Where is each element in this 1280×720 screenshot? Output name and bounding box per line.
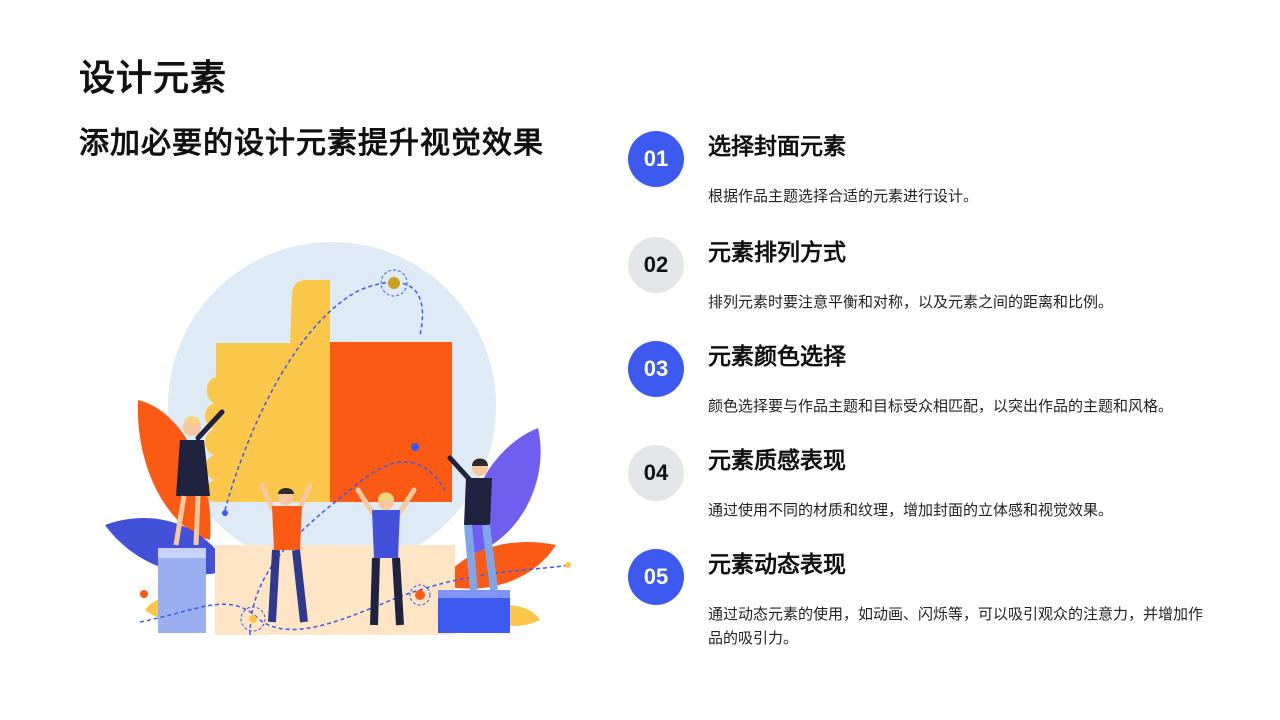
orange-leaf-left [137, 400, 211, 540]
orbit-ring-top [380, 269, 408, 297]
orbit-dot-top [388, 277, 400, 289]
item-description: 根据作品主题选择合适的元素进行设计。 [708, 187, 979, 205]
item-title: 元素颜色选择 [708, 344, 846, 370]
number-badge: 01 [628, 131, 684, 187]
number-badge: 05 [628, 549, 684, 605]
teamwork-thumbs-up-illustration [105, 242, 571, 636]
dashed-path-top [224, 281, 424, 511]
orbit-dot-far-left [140, 590, 148, 598]
page-subtitle: 添加必要的设计元素提升视觉效果 [79, 126, 544, 161]
orbit-dot-middle [411, 443, 419, 451]
right-pedestal [438, 596, 510, 633]
left-pedestal-top [158, 548, 206, 558]
item-title: 选择封面元素 [708, 134, 846, 160]
number-badge: 04 [628, 445, 684, 501]
item-title: 元素质感表现 [708, 448, 846, 474]
left-pedestal [158, 555, 206, 633]
person-purple-shirt [355, 487, 417, 626]
person-left-woman [173, 409, 225, 546]
orange-leaf-right [440, 541, 556, 589]
orbit-ring-bottom-left [240, 606, 266, 632]
item-description: 通过使用不同的材质和纹理，增加封面的立体感和视觉效果。 [708, 501, 1114, 519]
number-badge: 02 [628, 237, 684, 293]
person-right-black-top [447, 455, 498, 591]
number-badge: 03 [628, 341, 684, 397]
person-orange-shirt [259, 482, 313, 623]
orbit-dot-bottom-left [249, 615, 257, 623]
item-description: 通过动态元素的使用，如动画、闪烁等，可以吸引观众的注意力，并增加作品的吸引力。 [708, 605, 1204, 647]
item-title: 元素排列方式 [708, 240, 846, 266]
item-description: 颜色选择要与作品主题和目标受众相匹配，以突出作品的主题和风格。 [708, 397, 1174, 415]
right-pedestal-top [438, 590, 510, 598]
thumb-cuff-orange [330, 342, 452, 502]
dashed-path-bottom [139, 564, 571, 631]
orbit-ring-bottom-right [409, 584, 431, 606]
page-title: 设计元素 [79, 58, 228, 99]
orbit-dot-far-right [565, 562, 571, 568]
thumb-yellow [205, 280, 330, 502]
dashed-path-middle [249, 461, 446, 636]
item-title: 元素动态表现 [708, 552, 846, 578]
orbit-dot-bottom-right [415, 590, 425, 600]
item-description: 排列元素时要注意平衡和对称，以及元素之间的距离和比例。 [708, 293, 1114, 311]
orbit-dot-left [222, 510, 228, 516]
